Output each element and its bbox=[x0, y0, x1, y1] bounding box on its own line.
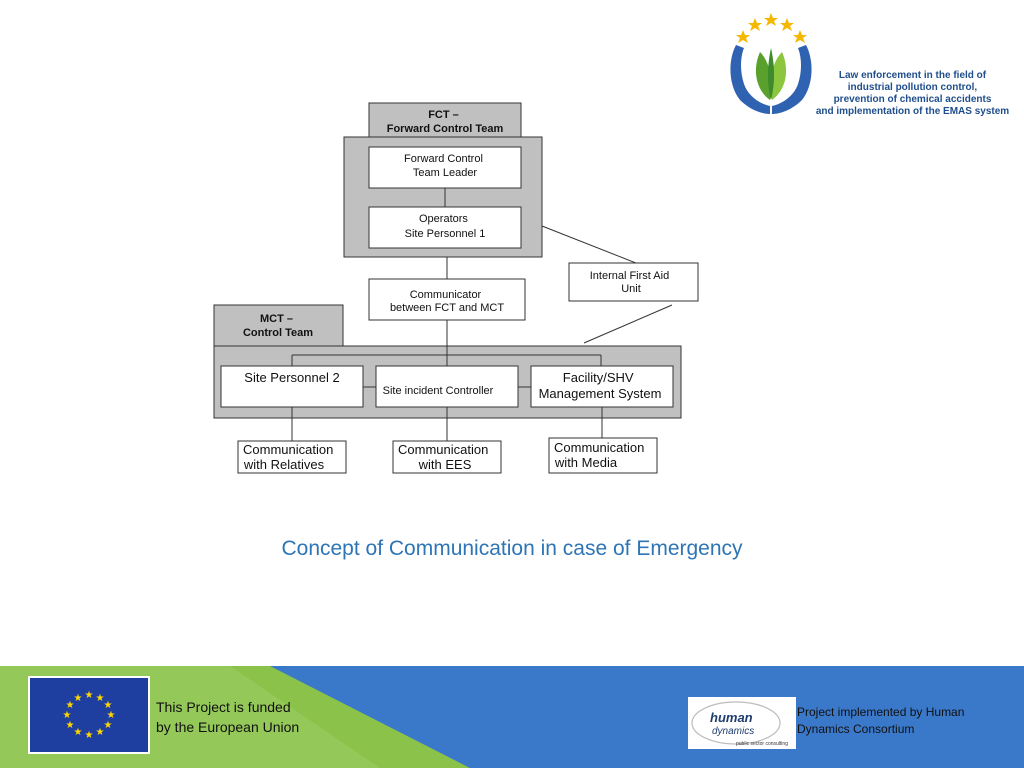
svg-text:public sector consulting: public sector consulting bbox=[736, 741, 788, 747]
site-incident-controller-box bbox=[375, 365, 519, 408]
implemented-by-text: Project implemented by Human Dynamics Co… bbox=[797, 705, 965, 736]
svg-text:Communicator between FCT: Communicator between FCT and MCT bbox=[390, 289, 504, 314]
facility-shv-box bbox=[530, 365, 674, 408]
svg-text:Communication with EES: Communication with EES bbox=[398, 442, 492, 472]
svg-text:Forward Control Team Lea: Forward Control Team Leader bbox=[404, 153, 486, 179]
svg-text:★: ★ bbox=[104, 700, 113, 711]
human-dynamics-logo: human dynamics public sector consulting bbox=[688, 697, 796, 749]
connector bbox=[541, 225, 637, 264]
svg-text:★: ★ bbox=[104, 720, 113, 731]
logo-text-line: Law enforcement in the field of bbox=[838, 70, 987, 81]
connector bbox=[583, 304, 673, 344]
svg-text:★: ★ bbox=[107, 710, 116, 721]
svg-text:dynamics: dynamics bbox=[712, 726, 754, 737]
project-logo-text: Law enforcement in the field of industri… bbox=[810, 70, 1015, 118]
logo-text-line: prevention of chemical accidents bbox=[833, 94, 992, 105]
logo-text-line: industrial pollution control, bbox=[847, 82, 978, 93]
site-personnel-2-box bbox=[220, 365, 364, 408]
eu-funding-text: This Project is funded by the European U… bbox=[156, 697, 299, 737]
svg-text:Communication with Relat: Communication with Relatives bbox=[243, 442, 337, 472]
svg-text:Site Personnel 2: Site Personnel 2 bbox=[244, 370, 339, 385]
mct-header-box bbox=[213, 304, 344, 347]
fct-leader-box bbox=[368, 146, 522, 189]
slide-caption: Concept of Communication in case of Emer… bbox=[281, 537, 743, 560]
svg-text:Communication with Media: Communication with Media bbox=[554, 440, 648, 470]
comm-media-box bbox=[548, 437, 658, 474]
svg-text:★: ★ bbox=[96, 727, 105, 738]
first-aid-box bbox=[568, 262, 699, 302]
eu-flag-icon: ★★★ ★★★ ★★★ ★★★ bbox=[28, 676, 150, 754]
svg-text:★: ★ bbox=[63, 710, 72, 721]
communicator-box bbox=[368, 278, 526, 321]
logo-text-line: and implementation of the EMAS system bbox=[815, 106, 1010, 117]
svg-text:human: human bbox=[710, 710, 753, 725]
svg-text:Internal First Aid Unit: Internal First Aid Unit bbox=[590, 270, 673, 295]
eu-funding-line: by the European Union bbox=[156, 719, 300, 735]
svg-text:Facility/SHV Management: Facility/SHV Management System bbox=[539, 370, 662, 401]
svg-text:★: ★ bbox=[74, 693, 83, 704]
org-chart-diagram: FCT – Forward Control Team Forward Contr… bbox=[213, 102, 699, 474]
eu-funding-line: This Project is funded bbox=[156, 699, 291, 715]
svg-text:Operators Site Personnel: Operators Site Personnel 1 bbox=[405, 213, 486, 240]
svg-text:★: ★ bbox=[66, 700, 75, 711]
svg-text:★: ★ bbox=[96, 693, 105, 704]
operators-box bbox=[368, 206, 522, 249]
svg-text:Site incident Controller: Site incident Controller bbox=[383, 385, 494, 397]
svg-text:FCT – Forward Control Te: FCT – Forward Control Team bbox=[387, 109, 504, 135]
fct-header-box bbox=[368, 102, 522, 138]
svg-text:★: ★ bbox=[85, 730, 94, 741]
svg-text:★: ★ bbox=[66, 720, 75, 731]
svg-text:★: ★ bbox=[74, 727, 83, 738]
comm-relatives-box bbox=[237, 440, 347, 474]
comm-ees-box bbox=[392, 440, 502, 474]
svg-text:MCT – Control Team: MCT – Control Team bbox=[243, 313, 313, 339]
svg-text:★: ★ bbox=[85, 690, 94, 701]
